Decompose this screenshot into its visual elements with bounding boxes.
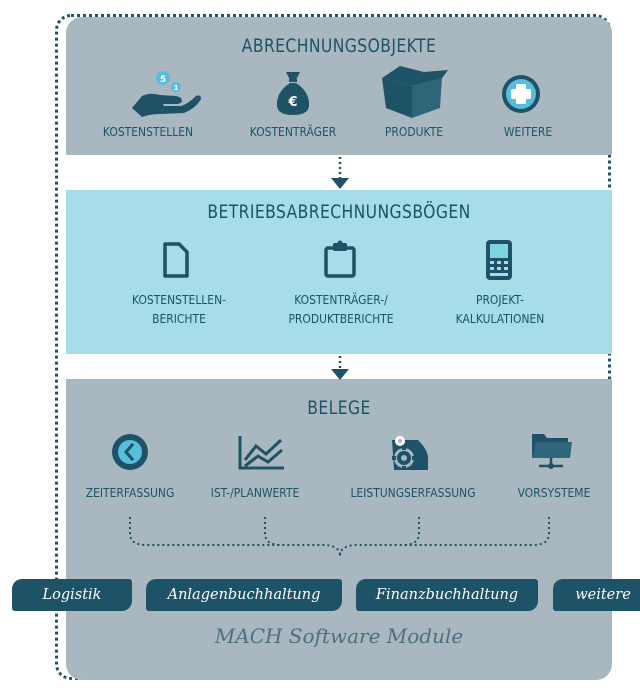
panel-betriebsabrechnungsboegen: BETRIEBSABRECHNUNGSBÖGEN <box>66 190 612 354</box>
module-caption: MACH Software Module <box>214 624 464 648</box>
label-produkte: PRODUKTE <box>384 124 444 139</box>
label-kostentraeger: KOSTENTRÄGER <box>249 124 337 139</box>
heading-belege: BELEGE <box>307 397 371 419</box>
panel-belege: BELEGE <box>66 379 612 680</box>
clock-icon <box>112 434 148 470</box>
svg-text:1: 1 <box>174 84 179 92</box>
line-chart-icon <box>238 436 284 470</box>
svg-text:€: € <box>287 95 297 110</box>
document-icon <box>163 242 189 278</box>
label-kostenstellen: KOSTENSTELLEN <box>102 124 194 139</box>
label-vorsysteme: VORSYSTEME <box>517 485 591 500</box>
module-pill-anlagenbuchhaltung: Anlagenbuchhaltung <box>146 579 342 611</box>
hand-coins-icon: 5 1 <box>132 71 201 117</box>
label-produktberichte: KOSTENTRÄGER-/ PRODUKTBERICHTE <box>288 290 393 328</box>
brace-connector <box>129 517 550 557</box>
label-ist-planwerte: IST-/PLANWERTE <box>210 485 300 500</box>
label-leistungserfassung: LEISTUNGSERFASSUNG <box>350 485 476 500</box>
label-projektkalkulationen-line2: KALKULATIONEN <box>455 311 545 326</box>
module-pill-weitere: weitere <box>553 579 640 611</box>
connector-arrow-2 <box>331 356 349 380</box>
label-kostenstellenberichte-line1: KOSTENSTELLEN- <box>131 292 227 307</box>
plus-circle-icon <box>502 75 540 113</box>
clipboard-icon <box>324 240 356 278</box>
heading-abrechnungsobjekte: ABRECHNUNGSOBJEKTE <box>241 35 437 57</box>
label-zeiterfassung: ZEITERFASSUNG <box>85 485 175 500</box>
svg-text:5: 5 <box>160 75 166 85</box>
box-icon <box>382 66 448 118</box>
module-pill-logistik: Logistik <box>12 579 132 611</box>
gear-document-icon <box>392 436 428 470</box>
label-projektkalkulationen-line1: PROJEKT- <box>475 292 525 307</box>
label-projektkalkulationen: PROJEKT- KALKULATIONEN <box>456 290 545 328</box>
label-produktberichte-line1: KOSTENTRÄGER-/ <box>294 292 388 307</box>
module-pill-finanzbuchhaltung: Finanzbuchhaltung <box>356 579 538 611</box>
label-produktberichte-line2: PRODUKTBERICHTE <box>288 311 394 326</box>
connector-arrow-1 <box>331 157 349 189</box>
label-weitere: WEITERE <box>503 124 553 139</box>
label-kostenstellenberichte: KOSTENSTELLEN- BERICHTE <box>132 290 226 328</box>
label-kostenstellenberichte-line2: BERICHTE <box>152 311 206 326</box>
heading-betriebsabrechnungsboegen: BETRIEBSABRECHNUNGSBÖGEN <box>207 201 471 223</box>
folder-network-icon <box>532 434 572 469</box>
calculator-icon <box>486 240 512 280</box>
euro-moneybag-icon: € <box>276 72 310 115</box>
